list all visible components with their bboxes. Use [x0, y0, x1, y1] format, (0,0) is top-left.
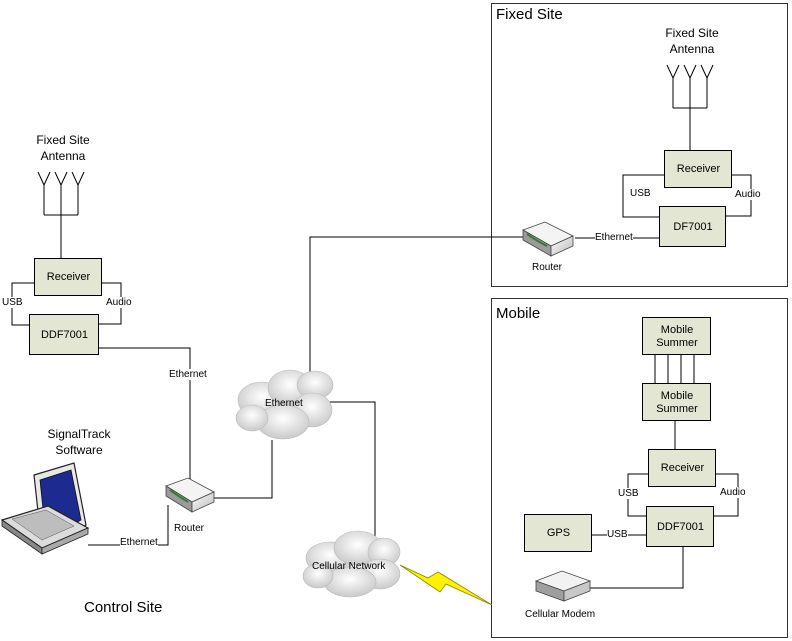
control-receiver-box — [34, 258, 102, 296]
control-ddf-label: DDF7001 — [40, 328, 89, 341]
mobile-site-frame — [491, 298, 788, 638]
fixed-df-label: DF7001 — [673, 220, 713, 233]
summer-2-label: Mobile Summer — [656, 389, 698, 415]
gps-box — [524, 514, 592, 552]
fixed-df-box — [659, 206, 726, 247]
control-router-label: Router — [174, 523, 205, 534]
cloud-icon — [235, 369, 334, 440]
mobile-receiver-label: Receiver — [660, 462, 705, 474]
mobile-receiver-box — [648, 449, 716, 487]
software-label: SignalTrack Software — [47, 427, 111, 457]
control-receiver-label: Receiver — [46, 271, 91, 283]
antenna-label: Fixed Site Antenna — [36, 133, 90, 163]
mobile-audio-label: Audio — [720, 487, 746, 498]
cellular-cloud-label: Cellular Network — [312, 561, 386, 572]
mobile-ddf-box — [646, 506, 714, 547]
lightning-icon — [399, 564, 493, 606]
modem-label: Cellular Modem — [525, 609, 596, 620]
mobile-ddf-label: DDF7001 — [656, 520, 705, 533]
summer-1-label: Mobile Summer — [656, 323, 698, 349]
ethernet-cloud-label: Ethernet — [265, 398, 303, 409]
mobile-usb-label: USB — [618, 488, 639, 499]
antenna-icon — [666, 64, 714, 150]
antenna-icon — [37, 171, 85, 258]
fixed-antenna-label: Fixed Site Antenna — [665, 26, 719, 56]
gps-label: GPS — [546, 527, 571, 539]
mobile-site-title: Mobile — [496, 305, 541, 322]
modem-icon — [534, 570, 592, 602]
mobile-summer-box-2 — [642, 383, 711, 421]
fixed-site-frame — [491, 3, 788, 287]
control-site-title: Control Site — [84, 599, 163, 616]
gps-usb-label: USB — [607, 529, 628, 540]
laptop-icon — [0, 462, 90, 555]
fixed-usb-label: USB — [630, 188, 651, 199]
control-ddf-box — [29, 314, 99, 355]
fixed-receiver-box — [664, 150, 732, 188]
fixed-receiver-label: Receiver — [676, 163, 721, 175]
control-audio-label: Audio — [106, 297, 132, 308]
laptop-ethernet-label: Ethernet — [120, 537, 158, 548]
fixed-router-label: Router — [532, 262, 563, 273]
router-icon — [522, 221, 574, 257]
fixed-audio-label: Audio — [735, 189, 761, 200]
control-usb-label: USB — [2, 297, 23, 308]
control-ethernet-label: Ethernet — [169, 369, 207, 380]
mobile-summer-box-1 — [642, 317, 711, 355]
router-icon — [165, 477, 215, 513]
fixed-ethernet-label: Ethernet — [595, 232, 633, 243]
cloud-icon — [302, 530, 401, 598]
fixed-site-title: Fixed Site — [496, 6, 563, 23]
